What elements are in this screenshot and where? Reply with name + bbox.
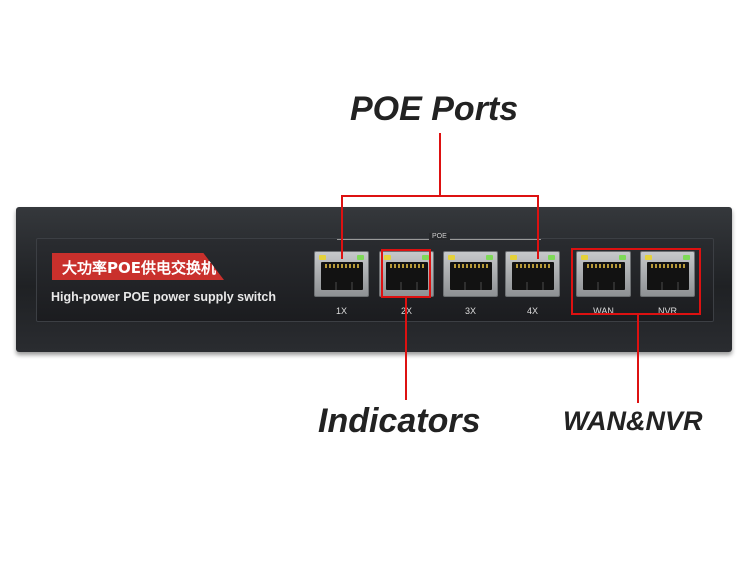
indicators-callout: Indicators — [318, 402, 481, 440]
port-label-3x: 3X — [464, 306, 476, 316]
link-led — [448, 255, 455, 260]
poe-ports-callout: POE Ports — [350, 90, 519, 128]
port-4x — [505, 251, 560, 297]
poe-group-bracket: POE — [337, 233, 541, 248]
port-nvr — [640, 251, 695, 297]
poe-led — [683, 255, 690, 260]
poe-led — [422, 255, 429, 260]
link-led — [510, 255, 517, 260]
jack-pins — [587, 264, 621, 268]
port-3x — [443, 251, 498, 297]
link-led — [384, 255, 391, 260]
wan-nvr-leader-line — [637, 315, 639, 403]
link-led — [581, 255, 588, 260]
poe-bracket-top — [341, 195, 539, 197]
wan-nvr-highlight-box — [571, 248, 701, 315]
port-label-4x: 4X — [526, 306, 538, 316]
port-1x — [314, 251, 369, 297]
link-led — [319, 255, 326, 260]
port-label-wan: WAN — [593, 306, 614, 316]
indicators-leader-line — [405, 298, 407, 400]
link-led — [645, 255, 652, 260]
port-2x — [379, 251, 434, 297]
chinese-label-band: 大功率POE供电交换机 — [52, 253, 224, 280]
jack-pins — [390, 264, 424, 268]
english-label: High-power POE power supply switch — [51, 290, 277, 304]
jack-pins — [516, 264, 550, 268]
poe-led — [548, 255, 555, 260]
poe-bracket-right — [537, 195, 539, 259]
chinese-label: 大功率POE供电交换机 — [62, 259, 216, 277]
poe-led — [619, 255, 626, 260]
poe-group-label: POE — [429, 233, 450, 240]
port-label-nvr: NVR — [657, 306, 677, 316]
poe-led — [357, 255, 364, 260]
jack-pins — [651, 264, 685, 268]
poe-bracket-left — [341, 195, 343, 259]
indicators-highlight-box — [381, 249, 431, 298]
port-label-1x: 1X — [335, 306, 347, 316]
jack-pins — [454, 264, 488, 268]
poe-leader-line — [439, 133, 441, 196]
jack-pins — [325, 264, 359, 268]
port-wan — [576, 251, 631, 297]
poe-led — [486, 255, 493, 260]
wan-nvr-callout: WAN&NVR — [563, 406, 703, 436]
